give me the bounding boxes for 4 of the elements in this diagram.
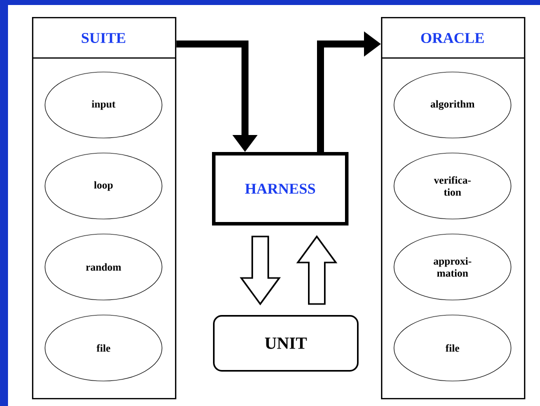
process-box: UNIT — [213, 315, 359, 372]
process-box: HARNESS — [212, 152, 348, 226]
block-arrow — [240, 236, 281, 306]
block-arrow — [296, 235, 338, 305]
